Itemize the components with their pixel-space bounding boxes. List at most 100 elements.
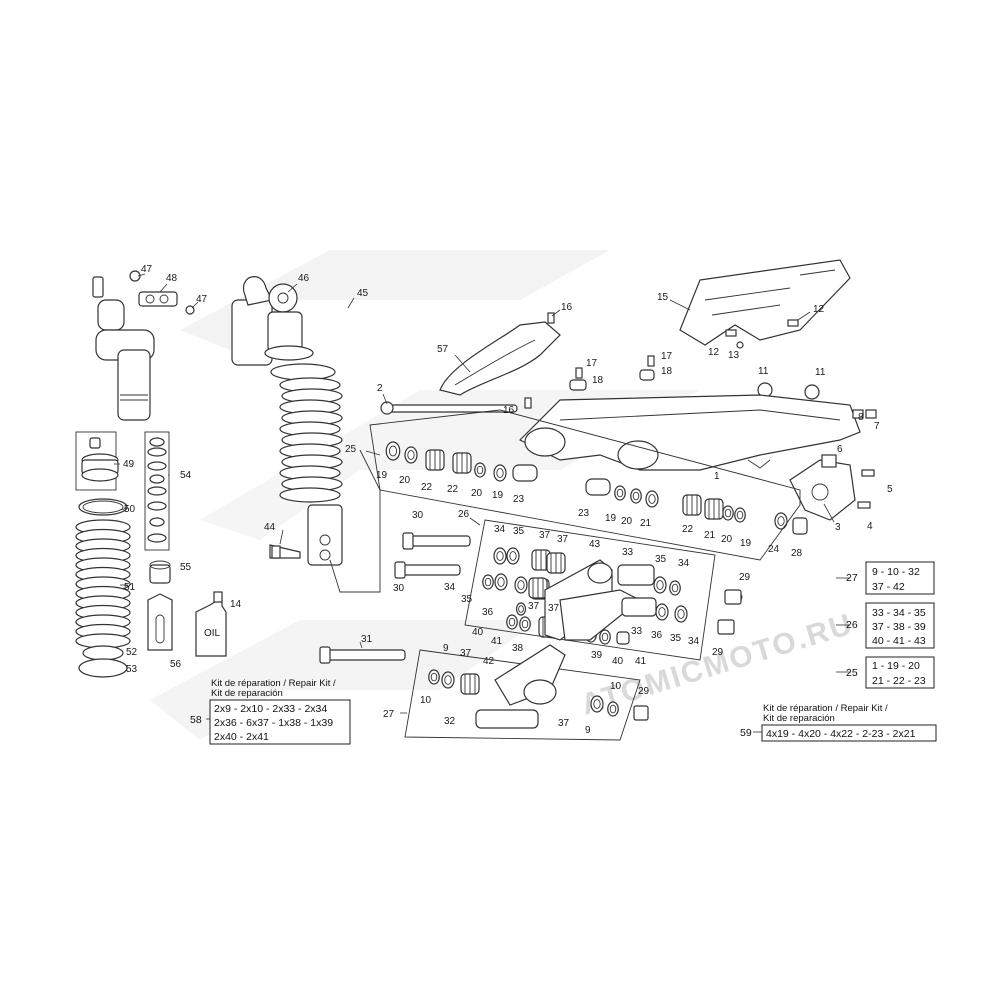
callout-42: 42 <box>483 656 495 667</box>
callout-44: 44 <box>264 522 276 533</box>
callout-36b: 36 <box>651 630 663 641</box>
rear-shock-reservoir <box>92 270 195 421</box>
repair-kit-58: Kit de réparation / Repair Kit / Kit de … <box>190 678 351 745</box>
callout-21a: 21 <box>640 518 652 529</box>
callout-32: 32 <box>444 716 456 727</box>
callout-23b: 23 <box>578 508 590 519</box>
callout-35b: 35 <box>655 554 667 565</box>
callout-21b: 21 <box>704 530 716 541</box>
group-box-27: 27 9 - 10 - 32 37 - 42 <box>846 561 935 595</box>
callout-11a: 11 <box>758 366 769 377</box>
callout-4: 4 <box>867 521 873 532</box>
callout-48: 48 <box>166 273 178 284</box>
callout-37e: 37 <box>460 648 472 659</box>
callout-57: 57 <box>437 344 449 355</box>
callout-22b: 22 <box>447 484 459 495</box>
callout-24: 24 <box>768 544 780 555</box>
callout-23a: 23 <box>513 494 525 505</box>
callout-51: 51 <box>124 582 136 593</box>
callout-37d: 37 <box>548 603 560 614</box>
callout-13: 13 <box>728 350 740 361</box>
group-box-26-line: 40 - 41 - 43 <box>872 635 926 647</box>
callout-47a: 47 <box>141 264 153 275</box>
callout-14: 14 <box>230 599 242 610</box>
callout-35c: 35 <box>461 594 473 605</box>
callout-37f: 37 <box>558 718 570 729</box>
callout-49: 49 <box>123 459 135 470</box>
spring-stack-detail <box>75 431 173 678</box>
callout-36a: 36 <box>482 607 494 618</box>
callout-41b: 41 <box>635 656 647 667</box>
callout-3: 3 <box>835 522 841 533</box>
callout-29c: 29 <box>638 686 650 697</box>
chain-guide <box>789 409 877 521</box>
callout-27a: 27 <box>383 709 395 720</box>
group-box-25-label: 25 <box>846 667 858 679</box>
callout-35a: 35 <box>513 526 525 537</box>
callout-31: 31 <box>361 634 373 645</box>
callout-18b: 18 <box>661 366 673 377</box>
shock-spring <box>279 377 343 503</box>
callout-16a: 16 <box>561 302 573 313</box>
group-box-25: 25 1 - 19 - 20 21 - 22 - 23 <box>846 656 935 689</box>
callout-5: 5 <box>887 484 893 495</box>
callout-45: 45 <box>357 288 369 299</box>
callout-46: 46 <box>298 273 310 284</box>
group-outlines <box>329 409 801 741</box>
group-box-26-label: 26 <box>846 619 858 631</box>
callout-56: 56 <box>170 659 182 670</box>
kit-59-title: Kit de reparación <box>763 713 835 724</box>
callout-1: 1 <box>714 471 720 482</box>
leader-lines <box>114 273 850 733</box>
callout-22a: 22 <box>421 482 433 493</box>
group-box-25-line: 1 - 19 - 20 <box>872 660 920 672</box>
kit-58-number: 58 <box>190 714 202 726</box>
callout-17a: 17 <box>586 358 598 369</box>
callout-28: 28 <box>791 548 803 559</box>
callout-33a: 33 <box>622 547 634 558</box>
kit-58-title: Kit de réparation / Repair Kit / <box>211 678 336 689</box>
callout-10a: 10 <box>420 695 432 706</box>
group-box-27-label: 27 <box>846 572 858 584</box>
callout-22c: 22 <box>682 524 694 535</box>
callout-41a: 41 <box>491 636 503 647</box>
swingarm <box>518 394 861 471</box>
callout-20c: 20 <box>621 516 633 527</box>
callout-11b: 11 <box>815 367 826 378</box>
callout-19a: 19 <box>376 470 388 481</box>
repair-kit-59: Kit de réparation / Repair Kit / Kit de … <box>740 703 937 742</box>
callout-17b: 17 <box>661 351 673 362</box>
kit-58-line: 2x9 - 2x10 - 2x33 - 2x34 <box>214 703 327 715</box>
kit-58-line: 2x36 - 6x37 - 1x38 - 1x39 <box>214 717 333 729</box>
callout-40b: 40 <box>612 656 624 667</box>
callout-15: 15 <box>657 292 669 303</box>
callout-19d: 19 <box>740 538 752 549</box>
callout-35d: 35 <box>670 633 682 644</box>
callout-39: 39 <box>591 650 603 661</box>
callout-2: 2 <box>377 383 383 394</box>
callout-34c: 34 <box>444 582 456 593</box>
callout-29b: 29 <box>712 647 724 658</box>
callout-54: 54 <box>180 470 192 481</box>
callout-43: 43 <box>589 539 601 550</box>
callout-20b: 20 <box>471 488 483 499</box>
callout-33b: 33 <box>631 626 643 637</box>
oil-bottle-icon: OIL <box>195 591 227 657</box>
callout-50: 50 <box>124 504 136 515</box>
main-spring <box>75 519 131 649</box>
callout-52: 52 <box>126 647 138 658</box>
kit-59-number: 59 <box>740 727 752 739</box>
kit-58-line: 2x40 - 2x41 <box>214 731 269 743</box>
callout-53: 53 <box>126 664 138 675</box>
callout-37b: 37 <box>557 534 569 545</box>
callout-34a: 34 <box>494 524 506 535</box>
callout-47b: 47 <box>196 294 208 305</box>
callout-30a: 30 <box>412 510 424 521</box>
callout-20a: 20 <box>399 475 411 486</box>
group-box-26-line: 37 - 38 - 39 <box>872 621 926 633</box>
callout-6: 6 <box>837 444 843 455</box>
callout-8: 8 <box>858 412 864 423</box>
callout-26a: 26 <box>458 509 470 520</box>
